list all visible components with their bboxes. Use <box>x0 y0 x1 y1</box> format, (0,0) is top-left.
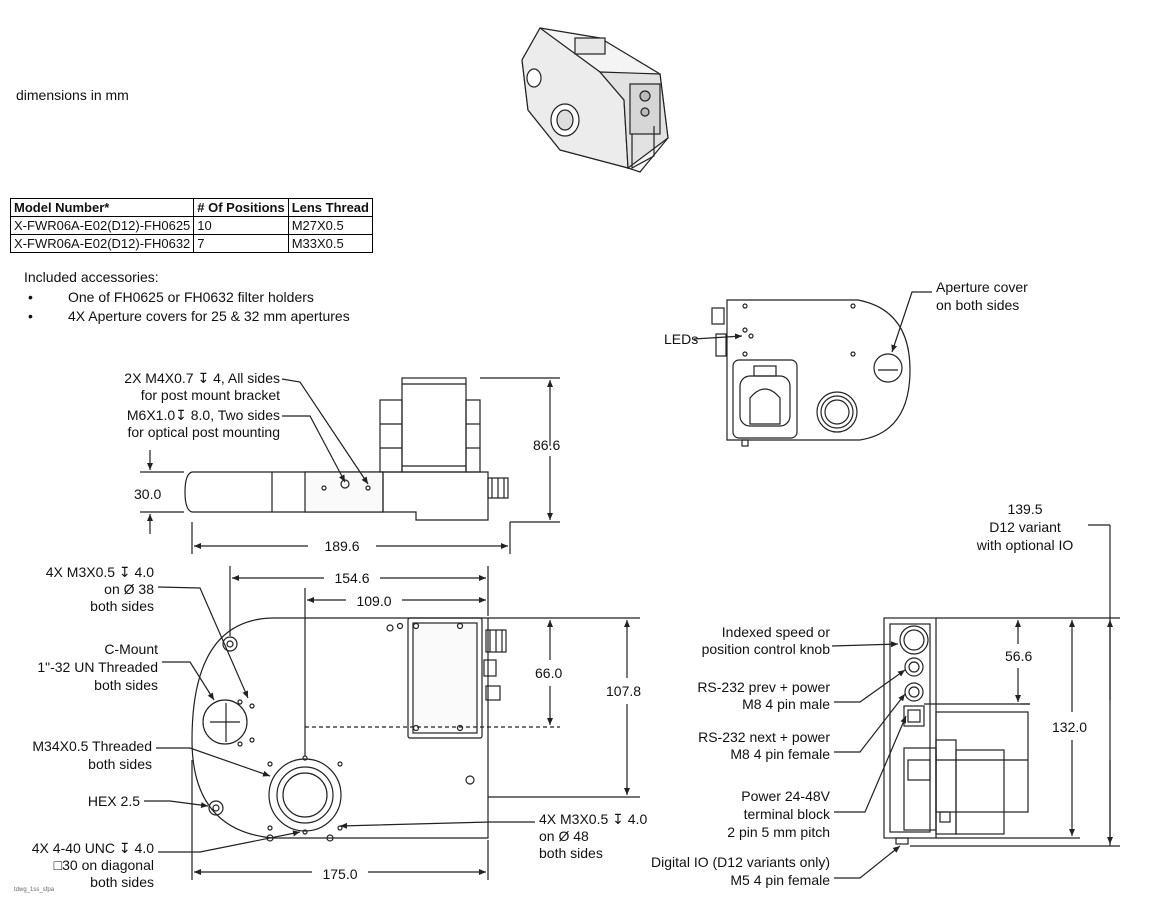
dim-154: 154.6 <box>334 570 370 586</box>
callout-m3-48-2: on Ø 48 <box>539 828 589 844</box>
power-label-3: 2 pin 5 mm pitch <box>727 824 830 840</box>
front-view <box>144 566 640 880</box>
dim-132: 132.0 <box>1052 719 1088 735</box>
callout-post-mount-1: 2X M4X0.7 ↧ 4, All sides <box>124 370 280 386</box>
dim-107: 107.8 <box>606 683 642 699</box>
callout-m3-38-2: on Ø 38 <box>104 581 154 597</box>
digital-io-2: M5 4 pin female <box>730 872 830 888</box>
dim-thickness: 30.0 <box>134 486 162 502</box>
aperture-cover-label-2: on both sides <box>936 297 1020 313</box>
callout-m34-2: both sides <box>88 756 152 772</box>
callout-m3-38-1: 4X M3X0.5 ↧ 4.0 <box>45 564 154 580</box>
table-row: X-FWR06A-E02(D12)-FH0632 7 M33X0.5 <box>9 234 373 253</box>
aperture-cover-label-1: Aperture cover <box>936 279 1028 295</box>
leds-label: LEDs <box>664 331 699 347</box>
table-cell: M27X0.5 <box>287 216 373 235</box>
dim-109: 109.0 <box>356 593 392 609</box>
table-cell: 7 <box>193 234 289 253</box>
side-view <box>693 291 932 447</box>
power-label-2: terminal block <box>743 806 830 822</box>
table-cell: X-FWR06A-E02(D12)-FH0632 <box>9 234 195 253</box>
accessory-item: One of FH0625 or FH0632 filter holders <box>68 289 314 305</box>
rs232-prev-1: RS-232 prev + power <box>697 679 830 695</box>
dim-139-1: 139.5 <box>1007 501 1043 517</box>
rs232-next-1: RS-232 next + power <box>698 729 830 745</box>
top-view <box>140 377 560 554</box>
accessories-title: Included accessories: <box>24 269 159 285</box>
dim-139-3: with optional IO <box>976 537 1074 553</box>
digital-io-1: Digital IO (D12 variants only) <box>651 854 830 870</box>
rs232-next-2: M8 4 pin female <box>730 746 830 762</box>
dim-height: 86.6 <box>533 437 561 453</box>
callout-m34-1: M34X0.5 Threaded <box>32 738 152 754</box>
callout-hex: HEX 2.5 <box>87 793 140 809</box>
dim-56: 56.6 <box>1005 648 1033 664</box>
table-cell: M33X0.5 <box>287 234 373 253</box>
table-header: Lens Thread <box>287 198 373 217</box>
accessory-item: 4X Aperture covers for 25 & 32 mm apertu… <box>68 308 350 324</box>
callout-440-2: □30 on diagonal <box>53 857 154 873</box>
bullet-icon: • <box>28 308 33 324</box>
knob-label-1: Indexed speed or <box>721 624 830 640</box>
dim-175: 175.0 <box>322 866 358 882</box>
callout-m3-48-1: 4X M3X0.5 ↧ 4.0 <box>539 811 648 827</box>
table-header: # Of Positions <box>193 198 289 217</box>
dim-139-2: D12 variant <box>989 519 1061 535</box>
dim-66: 66.0 <box>535 665 563 681</box>
callout-post-mount-2: for post mount bracket <box>140 387 280 403</box>
end-view <box>831 524 1120 879</box>
bullet-icon: • <box>28 289 33 305</box>
callout-cmount-3: both sides <box>94 677 158 693</box>
callout-m3-38-3: both sides <box>90 598 154 614</box>
model-table: Model Number* # Of Positions Lens Thread… <box>9 198 373 253</box>
callout-optical-post-1: M6X1.0↧ 8.0, Two sides <box>126 407 280 423</box>
callout-cmount-1: C-Mount <box>104 641 158 657</box>
iso-view <box>521 27 669 173</box>
callout-optical-post-2: for optical post mounting <box>127 424 280 440</box>
power-label-1: Power 24-48V <box>741 788 830 804</box>
knob-label-2: position control knob <box>701 641 830 657</box>
callout-m3-48-3: both sides <box>539 845 603 861</box>
callout-cmount-2: 1"-32 UN Threaded <box>37 659 158 675</box>
dim-length: 189.6 <box>324 538 360 554</box>
rs232-prev-2: M8 4 pin male <box>742 696 830 712</box>
callout-440-3: both sides <box>90 874 154 890</box>
callout-440-1: 4X 4-40 UNC ↧ 4.0 <box>31 840 154 856</box>
units-note: dimensions in mm <box>16 87 129 103</box>
footer-note: tdwg_1ss_sfpa <box>14 887 55 893</box>
